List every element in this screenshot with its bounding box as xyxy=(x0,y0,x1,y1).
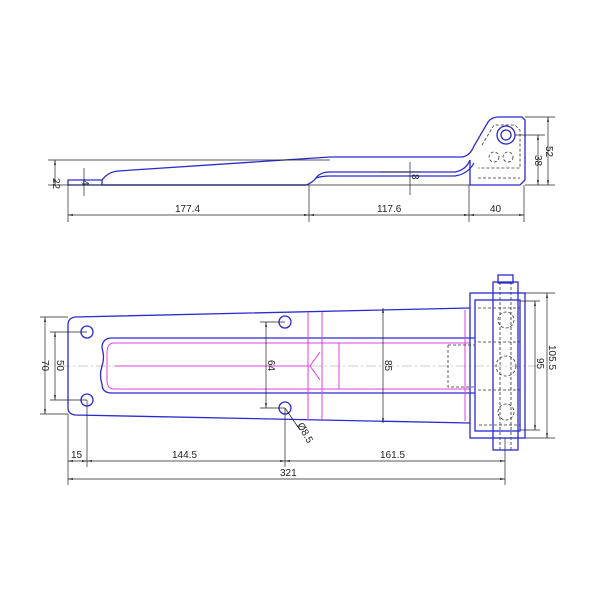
pin-head xyxy=(497,274,514,284)
dim-label: 22 xyxy=(50,178,61,190)
hinge-inner xyxy=(474,299,521,432)
inner-slot-line xyxy=(106,310,470,421)
dim-label: 161.5 xyxy=(380,450,405,461)
dim-label: 64 xyxy=(265,360,276,372)
extension-lines xyxy=(40,292,555,485)
dim-label: 4 xyxy=(79,180,90,186)
dim-label: 95 xyxy=(534,358,545,370)
dim-label: Ø8.5 xyxy=(294,421,315,446)
dim-label: 144.5 xyxy=(172,450,197,461)
slot-outline xyxy=(99,337,475,394)
dim-label: 8 xyxy=(409,174,420,180)
dim-label: 177.4 xyxy=(175,204,200,215)
hinge-block xyxy=(469,292,526,439)
plan-view: 15 144.5 161.5 321 70 50 64 85 95 105.5 … xyxy=(39,274,557,485)
extension-lines xyxy=(48,116,555,222)
hinge-nut xyxy=(496,125,516,145)
dim-label: 321 xyxy=(280,468,297,479)
dim-label: 40 xyxy=(490,204,502,215)
leader-line xyxy=(284,407,301,431)
hinge-pin xyxy=(492,281,519,451)
dim-label: 15 xyxy=(71,450,83,461)
dim-label: 52 xyxy=(543,146,554,158)
dim-label: 38 xyxy=(532,155,543,167)
side-hole xyxy=(502,151,514,163)
hinge-hidden-lines xyxy=(447,282,521,450)
dim-label: 70 xyxy=(39,360,50,372)
hinge-pin-end xyxy=(500,129,512,141)
hinge-bolt xyxy=(497,403,515,421)
hinge-bolt xyxy=(497,311,515,329)
side-hidden-lines xyxy=(478,124,521,179)
dim-label: 117.6 xyxy=(377,204,402,215)
dim-label: 50 xyxy=(54,360,65,372)
dim-label: 105.5 xyxy=(546,345,557,370)
dim-label: 85 xyxy=(382,360,393,372)
side-hole xyxy=(488,151,500,163)
side-view: 177.4 117.6 40 22 4 8 38 52 xyxy=(48,116,555,222)
hinge-bolt xyxy=(495,355,517,377)
side-blade-outline xyxy=(67,116,526,186)
plate-outline xyxy=(67,307,471,424)
